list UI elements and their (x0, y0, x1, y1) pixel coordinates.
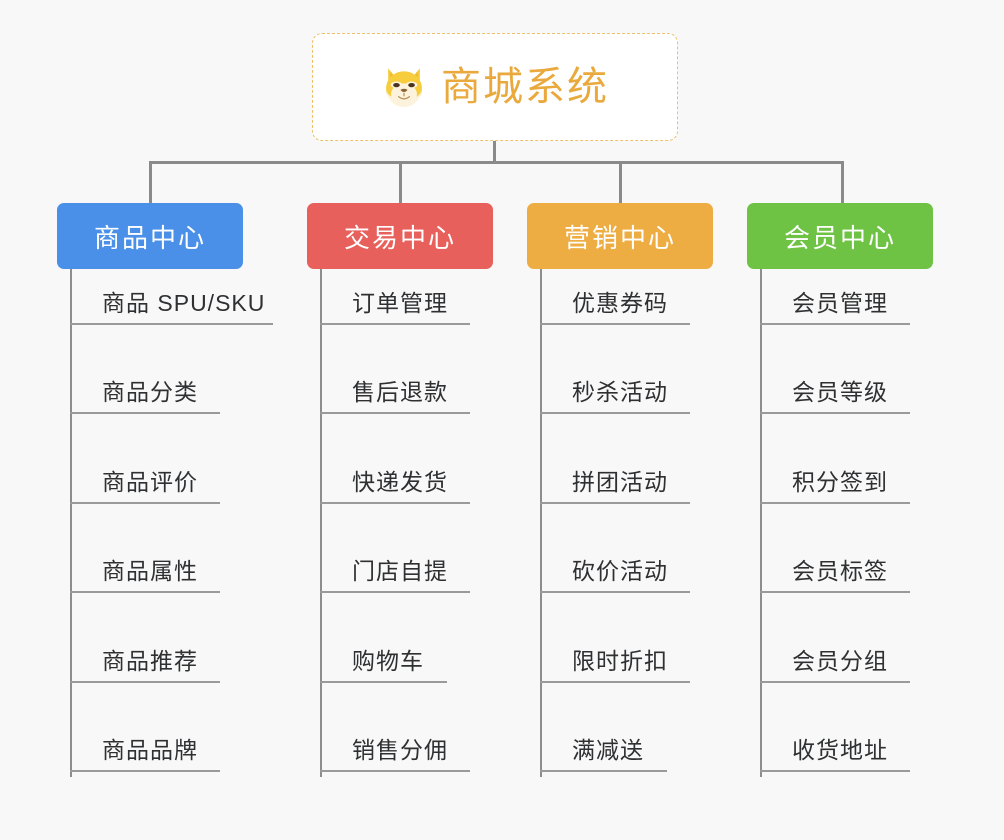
leaf-underline (320, 323, 470, 325)
leaf-underline (70, 681, 220, 683)
category-header-label: 商品中心 (93, 222, 206, 253)
connector-drop-3 (619, 161, 622, 205)
connector-drop-1 (149, 161, 152, 205)
category-header-4[interactable]: 会员中心 (747, 203, 933, 269)
category-header-2[interactable]: 交易中心 (307, 203, 493, 269)
leaf-tree: 会员管理会员等级积分签到会员标签会员分组收货地址 (747, 269, 933, 787)
tree-spine (70, 269, 72, 777)
leaf-tree: 优惠券码秒杀活动拼团活动砍价活动限时折扣满减送 (527, 269, 713, 787)
leaf-item-label: 限时折扣 (572, 648, 668, 674)
leaf-item-label: 商品品牌 (102, 737, 198, 763)
leaf-underline (70, 502, 220, 504)
leaf-item-label: 快递发货 (352, 469, 448, 495)
leaf-item-label: 收货地址 (792, 737, 888, 763)
leaf-underline (540, 591, 690, 593)
leaf-item-label: 砍价活动 (572, 558, 668, 584)
leaf-item-label: 购物车 (352, 648, 424, 674)
leaf-item-label: 积分签到 (792, 469, 888, 495)
leaf-item-label: 拼团活动 (572, 469, 668, 495)
leaf-underline (70, 323, 273, 325)
leaf-item-label: 订单管理 (352, 290, 448, 316)
category-column: 会员中心会员管理会员等级积分签到会员标签会员分组收货地址 (747, 203, 933, 787)
tree-spine (320, 269, 322, 777)
leaf-underline (760, 681, 910, 683)
leaf-underline (540, 323, 690, 325)
leaf-underline (320, 681, 447, 683)
root-title: 商城系统 (441, 65, 609, 109)
shiba-dog-face-icon (386, 68, 422, 108)
leaf-underline (540, 502, 690, 504)
leaf-underline (760, 591, 910, 593)
leaf-item-label: 商品推荐 (102, 648, 198, 674)
leaf-underline (70, 412, 220, 414)
leaf-tree: 订单管理售后退款快递发货门店自提购物车销售分佣 (307, 269, 493, 787)
tree-spine (540, 269, 542, 777)
leaf-underline (760, 502, 910, 504)
tree-spine (760, 269, 762, 777)
leaf-item-label: 商品分类 (102, 379, 198, 405)
category-header-label: 交易中心 (343, 222, 456, 253)
leaf-underline (760, 770, 910, 772)
category-header-1[interactable]: 商品中心 (57, 203, 243, 269)
leaf-underline (320, 412, 470, 414)
leaf-tree: 商品 SPU/SKU 商品分类商品评价商品属性商品推荐商品品牌 (57, 269, 273, 787)
leaf-item-label: 商品评价 (102, 469, 198, 495)
category-header-label: 营销中心 (563, 222, 676, 253)
leaf-underline (70, 591, 220, 593)
category-header-label: 会员中心 (783, 222, 896, 253)
connector-horizontal-bus (149, 161, 844, 164)
leaf-item-label: 销售分佣 (352, 737, 448, 763)
connector-root-stem (493, 141, 496, 164)
leaf-underline (760, 412, 910, 414)
category-column: 营销中心优惠券码秒杀活动拼团活动砍价活动限时折扣满减送 (527, 203, 713, 787)
leaf-underline (540, 412, 690, 414)
leaf-item-label: 秒杀活动 (572, 379, 668, 405)
leaf-underline (540, 770, 667, 772)
category-column: 交易中心订单管理售后退款快递发货门店自提购物车销售分佣 (307, 203, 493, 787)
leaf-underline (540, 681, 690, 683)
leaf-underline (70, 770, 220, 772)
category-header-3[interactable]: 营销中心 (527, 203, 713, 269)
leaf-underline (320, 502, 470, 504)
category-column: 商品中心商品 SPU/SKU 商品分类商品评价商品属性商品推荐商品品牌 (57, 203, 273, 787)
leaf-item-label: 优惠券码 (572, 290, 668, 316)
leaf-item-label: 门店自提 (352, 558, 448, 584)
leaf-underline (760, 323, 910, 325)
connector-drop-2 (399, 161, 402, 205)
leaf-underline (320, 591, 470, 593)
leaf-item-label: 会员标签 (792, 558, 888, 584)
leaf-item-label: 会员管理 (792, 290, 888, 316)
connector-drop-4 (841, 161, 844, 205)
leaf-item-label: 商品 SPU/SKU (102, 290, 266, 316)
leaf-item-label: 会员等级 (792, 379, 888, 405)
root-node[interactable]: 商城系统 (312, 33, 678, 141)
leaf-item-label: 会员分组 (792, 648, 888, 674)
leaf-item-label: 售后退款 (352, 379, 448, 405)
leaf-underline (320, 770, 470, 772)
leaf-item-label: 商品属性 (102, 558, 198, 584)
leaf-item-label: 满减送 (572, 737, 644, 763)
